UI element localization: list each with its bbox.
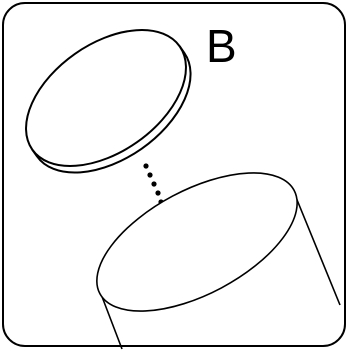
cylinder-right-side [292, 189, 341, 306]
container-cylinder [96, 172, 341, 350]
step-label: B [206, 20, 237, 72]
cylinder-opening [96, 172, 298, 312]
lid-disk [25, 29, 192, 174]
panel-frame [2, 2, 346, 347]
cylinder-left-side [100, 293, 123, 350]
lid-top-face [25, 29, 187, 167]
